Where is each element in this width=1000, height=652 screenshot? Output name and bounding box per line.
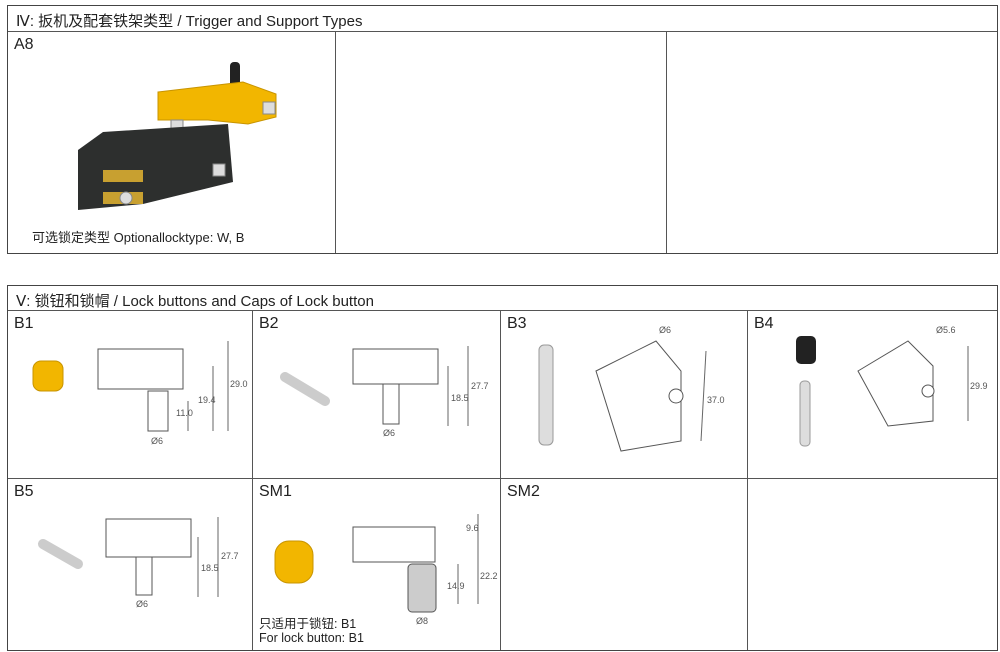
cell-b4: B4 Ø5.6 29.9 <box>748 311 997 479</box>
cell-sm2: SM2 <box>501 479 748 650</box>
dim: Ø6 <box>659 325 671 335</box>
section-title: Ⅴ: 锁钮和锁帽 / Lock buttons and Caps of Lock… <box>8 286 997 311</box>
sm1-caption-cn: 只适用于锁钮: B1 <box>259 617 357 631</box>
dim: 27.7 <box>221 551 239 561</box>
cell-empty <box>336 32 667 253</box>
dim: 18.5 <box>201 563 219 573</box>
section-lock-buttons: Ⅴ: 锁钮和锁帽 / Lock buttons and Caps of Lock… <box>7 285 998 651</box>
dim: 37.0 <box>707 395 725 405</box>
cell-empty <box>667 32 997 253</box>
dim: 11.0 <box>176 408 193 418</box>
item-label: SM2 <box>507 483 540 500</box>
dim: Ø5.6 <box>936 325 956 335</box>
dim: Ø8 <box>416 616 428 626</box>
item-label: B3 <box>507 315 527 332</box>
dim: 19.4 <box>198 395 216 405</box>
dim: 9.6 <box>466 523 479 533</box>
b1-drawing: 29.0 19.4 11.0Ø6 <box>32 341 248 446</box>
b5-drawing: 27.718.5Ø6 <box>38 517 239 609</box>
dim: Ø6 <box>136 599 148 609</box>
sm1-caption-en: For lock button: B1 <box>259 631 364 645</box>
cell-empty <box>748 479 997 650</box>
dim: 14.9 <box>447 581 465 591</box>
item-label: B5 <box>14 483 34 500</box>
sm1-drawing: 9.6 22.2 14.9Ø8 <box>274 514 498 626</box>
dim: 22.2 <box>480 571 498 581</box>
cell-b3: B3 Ø6 37.0 <box>501 311 748 479</box>
a8-trigger-image <box>78 62 277 210</box>
b2-drawing: 27.718.5Ø6 <box>280 346 489 438</box>
a8-caption: 可选锁定类型 Optionallocktype: W, B <box>32 230 245 245</box>
item-label: SM1 <box>259 483 292 500</box>
item-label: A8 <box>14 36 34 53</box>
cell-a8: A8 可选锁定类型 Optionallocktype: W, B <box>8 32 336 253</box>
item-label: B2 <box>259 315 279 332</box>
dim: 27.7 <box>471 381 489 391</box>
dim: 29.0 <box>230 379 248 389</box>
section-title: Ⅳ: 扳机及配套铁架类型 / Trigger and Support Types <box>8 6 997 32</box>
b3-drawing: Ø6 37.0 <box>538 325 725 452</box>
section-trigger-support-types: Ⅳ: 扳机及配套铁架类型 / Trigger and Support Types… <box>7 5 998 254</box>
dim: 29.9 <box>970 381 988 391</box>
dim: 18.5 <box>451 393 469 403</box>
item-label: B4 <box>754 315 774 332</box>
dim: Ø6 <box>151 436 163 446</box>
dim: Ø6 <box>383 428 395 438</box>
item-label: B1 <box>14 315 34 332</box>
b4-drawing: Ø5.6 29.9 <box>796 325 988 447</box>
